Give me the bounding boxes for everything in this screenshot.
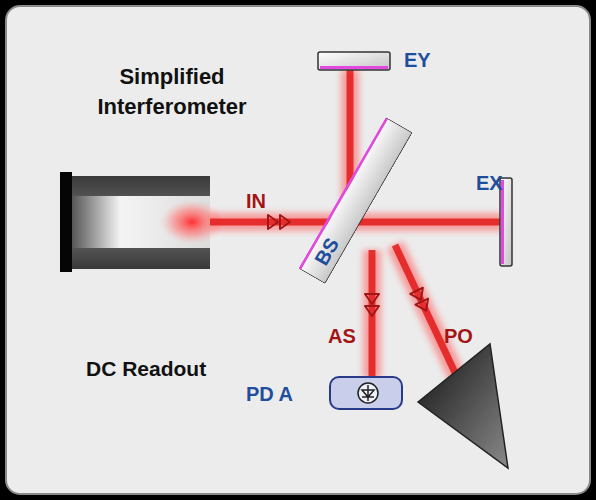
section-label: DC Readout	[86, 357, 206, 381]
beam-label: AS	[328, 325, 356, 348]
beamsplitter-label: BS	[310, 233, 344, 269]
diagram-title: Simplified Interferometer	[52, 62, 292, 122]
mirror-label: EY	[404, 49, 431, 72]
mirror-label: EX	[476, 172, 503, 195]
detector-label: PD A	[246, 383, 293, 406]
beam-label: IN	[246, 190, 266, 213]
beamsplitter: BS	[298, 116, 412, 283]
beam-label: PO	[444, 325, 473, 348]
